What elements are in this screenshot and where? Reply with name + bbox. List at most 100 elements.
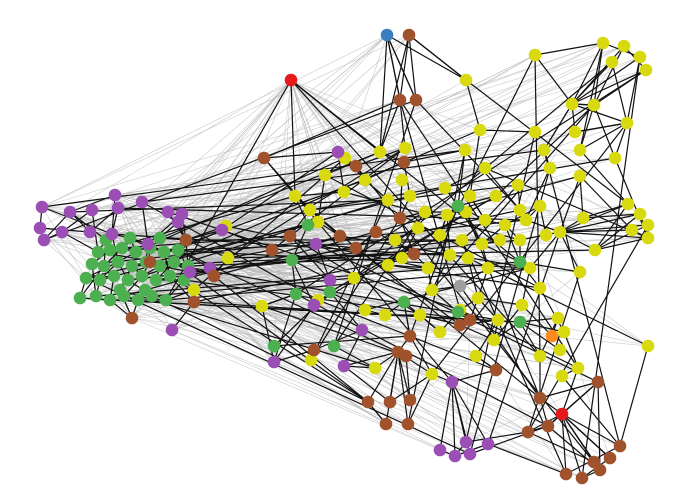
brown-node: [393, 211, 407, 225]
yellow-node: [347, 271, 361, 285]
dark-edge: [519, 317, 559, 323]
dark-edge: [111, 194, 116, 235]
dark-edge: [427, 54, 536, 269]
brown-node: [401, 417, 415, 431]
yellow-node: [539, 228, 553, 242]
brown-node: [393, 93, 407, 107]
yellow-node: [557, 325, 571, 339]
light-edge: [313, 235, 341, 306]
yellow-node: [543, 161, 557, 175]
dark-edge: [559, 231, 596, 251]
green-node: [85, 257, 99, 271]
red-node: [284, 73, 298, 87]
green-node: [89, 289, 103, 303]
dark-edge: [594, 237, 649, 251]
dark-edge: [261, 305, 407, 357]
purple-node: [33, 221, 47, 235]
dark-edge: [397, 351, 411, 401]
light-edge: [155, 45, 625, 281]
purple-node: [171, 215, 185, 229]
light-edge: [141, 201, 161, 239]
dark-edge: [159, 129, 481, 267]
yellow-node: [555, 369, 569, 383]
dark-edge: [290, 79, 296, 197]
dark-edge: [273, 335, 411, 347]
brown-node: [603, 451, 617, 465]
purple-node: [37, 233, 51, 247]
yellow-node: [553, 343, 567, 357]
dark-edge: [385, 351, 399, 425]
light-edge: [177, 221, 461, 311]
yellow-node: [573, 143, 587, 157]
yellow-node: [395, 173, 409, 187]
green-node: [138, 283, 152, 297]
dark-edge: [446, 214, 451, 256]
purple-node: [309, 237, 323, 251]
light-edge: [141, 201, 377, 233]
dark-edge: [43, 211, 71, 241]
yellow-node: [471, 291, 485, 305]
purple-node: [141, 237, 155, 251]
yellow-node: [478, 161, 492, 175]
dark-edge: [493, 304, 523, 341]
dark-edge: [571, 56, 641, 105]
dark-edge: [261, 305, 275, 363]
purple-node: [85, 203, 99, 217]
dark-edge: [403, 149, 466, 163]
dark-edge: [611, 61, 628, 124]
light-edge: [43, 239, 87, 279]
light-edge: [167, 45, 625, 213]
yellow-node: [528, 125, 542, 139]
yellow-node: [523, 261, 537, 275]
dark-edge: [561, 367, 579, 415]
dark-edge: [221, 151, 339, 231]
dark-edge: [399, 99, 579, 369]
yellow-node: [625, 223, 639, 237]
yellow-node: [491, 313, 505, 327]
dark-edge: [594, 203, 629, 251]
green-node: [131, 293, 145, 307]
yellow-node: [576, 211, 590, 225]
dark-edge: [559, 213, 641, 233]
dark-edge: [310, 217, 401, 361]
dark-edge: [465, 431, 529, 443]
dark-edge: [291, 259, 331, 281]
dark-edge: [579, 42, 604, 151]
light-edge: [99, 279, 456, 457]
yellow-node: [528, 48, 542, 62]
yellow-node: [433, 325, 447, 339]
yellow-node: [461, 251, 475, 265]
light-edge: [41, 99, 401, 208]
green-node: [149, 273, 163, 287]
brown-node: [125, 311, 139, 325]
purple-node: [183, 265, 197, 279]
dark-edge: [539, 287, 565, 333]
dark-edge: [151, 295, 369, 403]
light-edge: [525, 219, 611, 459]
dark-edge: [355, 247, 461, 326]
dark-edge: [487, 443, 567, 475]
light-edge: [519, 271, 581, 323]
yellow-node: [438, 181, 452, 195]
purple-node: [337, 359, 351, 373]
dark-edge: [519, 321, 561, 351]
dark-edge: [469, 425, 549, 455]
dark-edge: [343, 365, 391, 403]
light-edge: [403, 69, 647, 163]
dark-edge: [534, 54, 573, 105]
brown-node: [207, 269, 221, 283]
brown-node: [613, 439, 627, 453]
purple-node: [323, 273, 337, 287]
dark-edge: [69, 194, 116, 213]
dark-edge: [477, 297, 523, 306]
yellow-node: [571, 361, 585, 375]
dark-edge: [309, 209, 541, 399]
dark-edge: [459, 285, 541, 399]
light-edge: [39, 79, 292, 229]
brown-node: [283, 229, 297, 243]
yellow-node: [621, 197, 635, 211]
green-node: [91, 245, 105, 259]
yellow-node: [533, 281, 547, 295]
dark-edge: [527, 224, 649, 433]
green-node: [267, 339, 281, 353]
